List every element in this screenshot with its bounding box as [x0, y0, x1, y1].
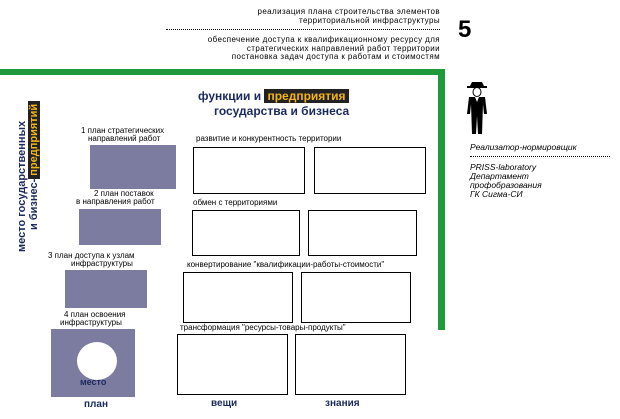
place-label: место	[80, 377, 107, 387]
green-frame-top	[0, 69, 445, 75]
person-icon	[467, 82, 487, 134]
row-2-box-1	[192, 210, 300, 256]
row-3-box-2	[301, 272, 411, 323]
row-1-label: развитие и конкурентность территории	[196, 134, 342, 143]
plan-1-line-2: направлений работ	[88, 134, 161, 143]
vertical-label-line-1: место государственных	[16, 120, 28, 252]
row-4-label: трансформация "ресурсы-товары-продукты"	[180, 323, 346, 332]
credit-divider	[470, 156, 610, 157]
plan-2-line-2: в направления работ	[76, 197, 155, 206]
plan-4-line-2: инфраструктуры	[60, 318, 122, 327]
row-4-box-2	[295, 334, 406, 395]
credit-line-1: Реализатор-нормировщик	[470, 142, 577, 152]
plan-2-line-1: 2 план поставок	[94, 189, 154, 198]
header-divider	[166, 29, 440, 30]
bottom-label-knowledge: знания	[325, 398, 360, 409]
row-1-box-1	[193, 147, 305, 194]
header-line-4: стратегических направлений работ террито…	[246, 44, 440, 53]
vertical-label-prefix: и бизнес-	[28, 178, 40, 230]
credit-line-5: ГК Сигма-СИ	[470, 189, 523, 199]
title-part-1: функции и	[198, 89, 262, 103]
plan-3-block	[65, 270, 147, 308]
title-highlight: предприятия	[264, 89, 349, 103]
row-3-label: конвертирование "квалификации-работы-сто…	[187, 260, 385, 269]
diagram-title: функции и предприятия	[198, 89, 349, 103]
header-line-2: территориальной инфраструктуры	[298, 16, 440, 25]
header-line-3: обеспечение доступа к квалификационному …	[207, 35, 440, 44]
plan-1-block	[90, 145, 176, 189]
header-line-1: реализация плана строительства элементов	[257, 7, 440, 16]
credit-line-2: PRISS-laboratory	[470, 162, 537, 172]
credit-line-4: профобразования	[470, 180, 542, 190]
row-4-box-1	[177, 334, 288, 395]
title-part-2: государства и бизнеса	[214, 104, 350, 118]
row-2-label: обмен с территориями	[193, 198, 278, 207]
green-frame-right	[438, 69, 445, 330]
bottom-label-things: вещи	[211, 398, 238, 409]
bottom-label-plan: план	[84, 399, 108, 410]
place-circle	[77, 342, 117, 380]
plan-2-block	[79, 209, 161, 245]
credit-line-3: Департамент	[470, 171, 529, 181]
plan-3-line-1: 3 план доступа к узлам	[48, 251, 135, 260]
row-1-box-2	[314, 147, 426, 194]
plan-1-line-1: 1 план стратегических	[81, 126, 165, 135]
vertical-label-line-2: и бизнес-предприятий	[28, 100, 40, 230]
page-number: 5	[458, 16, 472, 43]
vertical-label-highlight: предприятий	[28, 100, 40, 179]
row-2-box-2	[308, 210, 417, 256]
header-line-5: постановка задач доступа к работам и сто…	[231, 52, 440, 61]
plan-3-line-2: инфраструктуры	[71, 259, 133, 268]
plan-1-white-bar	[176, 134, 183, 257]
row-3-box-1	[183, 272, 293, 323]
plan-4-line-1: 4 план освоения	[64, 310, 126, 319]
